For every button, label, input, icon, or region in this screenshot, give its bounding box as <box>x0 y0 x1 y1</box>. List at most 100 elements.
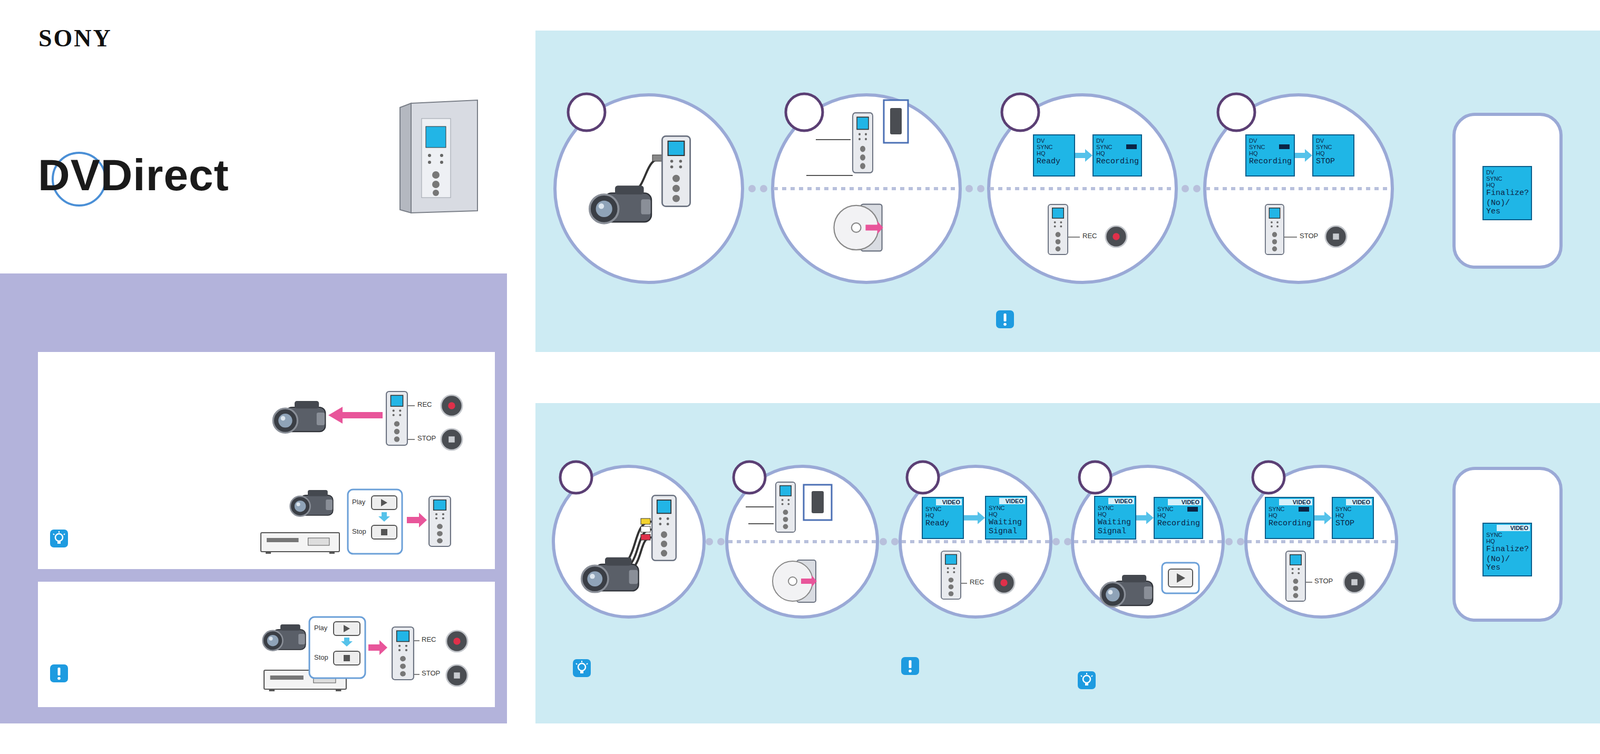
drawing-part <box>989 187 1176 191</box>
plug <box>652 154 662 162</box>
lcd-indicator: VIDEO <box>1496 524 1530 532</box>
lcd-status: Finalize? <box>1486 189 1529 199</box>
drawing-part <box>427 160 432 164</box>
lcd-screen: VIDEOSYNCHQRecording <box>1264 496 1315 540</box>
drawing-part <box>1064 538 1072 546</box>
drawing-part <box>400 103 412 213</box>
lcd-indicator: HQ <box>1097 511 1133 518</box>
step-arrow <box>963 511 985 525</box>
lcd-status: (No)/ Yes <box>1486 555 1529 573</box>
drawing-part <box>1052 538 1060 546</box>
dotted-divider <box>773 187 1392 191</box>
dotted-divider <box>728 540 1395 544</box>
drawing-part <box>440 153 444 158</box>
product-picture <box>400 100 478 213</box>
lcd-indicator: SYNC <box>1486 175 1529 182</box>
lcd-indicator: HQ <box>1486 538 1529 545</box>
lcd-indicator: SYNC <box>1268 505 1311 513</box>
drawing-part <box>785 93 823 131</box>
down-arrow <box>378 512 390 522</box>
warning-icon <box>901 657 920 676</box>
lcd-indicator: HQ <box>988 511 1024 518</box>
lcd-indicator: VIDEO <box>1108 498 1135 505</box>
disc-tray <box>772 560 817 603</box>
rec-badge <box>1126 144 1137 150</box>
play-symbol <box>343 625 350 633</box>
camcorder <box>290 490 334 517</box>
button-label: STOP <box>421 669 441 678</box>
note-box <box>37 581 495 708</box>
leader-line <box>1284 236 1297 238</box>
lcd-screen: VIDEOSYNCHQWaiting Signal <box>984 495 1028 540</box>
switch <box>811 491 824 514</box>
drawing-part <box>1236 538 1245 546</box>
rec-button <box>441 395 463 417</box>
lcd-status: Recording <box>1096 157 1139 167</box>
dvdirect-front <box>1285 551 1306 602</box>
stop-button <box>1343 571 1365 593</box>
lcd-status: Ready <box>1036 157 1072 167</box>
rec-badge <box>1279 144 1290 150</box>
dvdirect-front <box>392 627 414 680</box>
lcd-indicator: VIDEO <box>1167 499 1202 506</box>
dvdirect-front <box>1265 204 1284 255</box>
stop-button <box>441 428 463 451</box>
lcd-indicator: HQ <box>1486 181 1529 189</box>
button-label: STOP <box>1299 232 1319 241</box>
hint-icon <box>50 529 68 548</box>
warning-icon <box>50 664 68 683</box>
drawing-part <box>1181 184 1189 193</box>
drawing-part <box>759 184 768 193</box>
step-number-circles <box>568 93 1255 131</box>
button-label: REC <box>421 636 436 645</box>
hint-icon <box>1077 671 1096 690</box>
lcd-status: Recording <box>1249 157 1292 167</box>
lcd-indicator: HQ <box>1096 150 1139 157</box>
lcd-indicator: SYNC <box>1096 143 1139 151</box>
step-arrow <box>1075 149 1093 162</box>
button-label: Play <box>314 624 328 633</box>
finalize-box <box>1454 114 1562 268</box>
leader-line <box>1305 581 1313 583</box>
drawing-part <box>1252 461 1285 494</box>
lcd-indicator: SYNC <box>925 505 961 513</box>
button-box <box>309 617 366 679</box>
lcd-indicator: DV <box>1486 169 1529 176</box>
warning-icon <box>996 310 1014 329</box>
button-label: Stop <box>314 654 329 662</box>
down-arrow <box>340 637 353 647</box>
lcd-screen: VIDEOSYNCHQFinalize?(No)/ Yes <box>1482 522 1533 577</box>
dvdirect-front <box>1048 204 1068 255</box>
lcd-status: Finalize? <box>1486 545 1529 555</box>
drawing-part <box>1247 540 1395 544</box>
leader-line <box>806 174 853 177</box>
drawing-part <box>906 461 939 494</box>
camcorder <box>581 557 639 593</box>
lcd-status: (No)/ Yes <box>1486 199 1529 217</box>
leader-line <box>407 438 415 441</box>
step-arrow <box>1314 511 1332 525</box>
play-button <box>333 621 360 636</box>
drawing-part <box>977 184 985 193</box>
lcd-indicator: HQ <box>925 512 961 519</box>
camcorder <box>1100 574 1153 608</box>
camcorder <box>262 624 306 651</box>
plug <box>640 534 651 541</box>
drawing-part <box>1225 538 1233 546</box>
play-button <box>371 495 397 510</box>
lcd-screen: DVSYNCHQFinalize?(No)/ Yes <box>1482 166 1533 221</box>
stop-button <box>1325 226 1347 248</box>
lcd-screen: DVSYNCHQSTOP <box>1312 134 1355 177</box>
drawing-part <box>1193 184 1201 193</box>
button-label: REC <box>1082 232 1097 241</box>
panel-ground <box>535 403 1600 724</box>
drawing-part <box>773 187 960 191</box>
button-label: REC <box>969 578 984 587</box>
rec-button <box>993 572 1015 594</box>
plug <box>640 526 651 533</box>
stop-symbol <box>381 529 388 536</box>
drawing-part <box>1217 93 1255 131</box>
drawing-part <box>705 538 714 546</box>
